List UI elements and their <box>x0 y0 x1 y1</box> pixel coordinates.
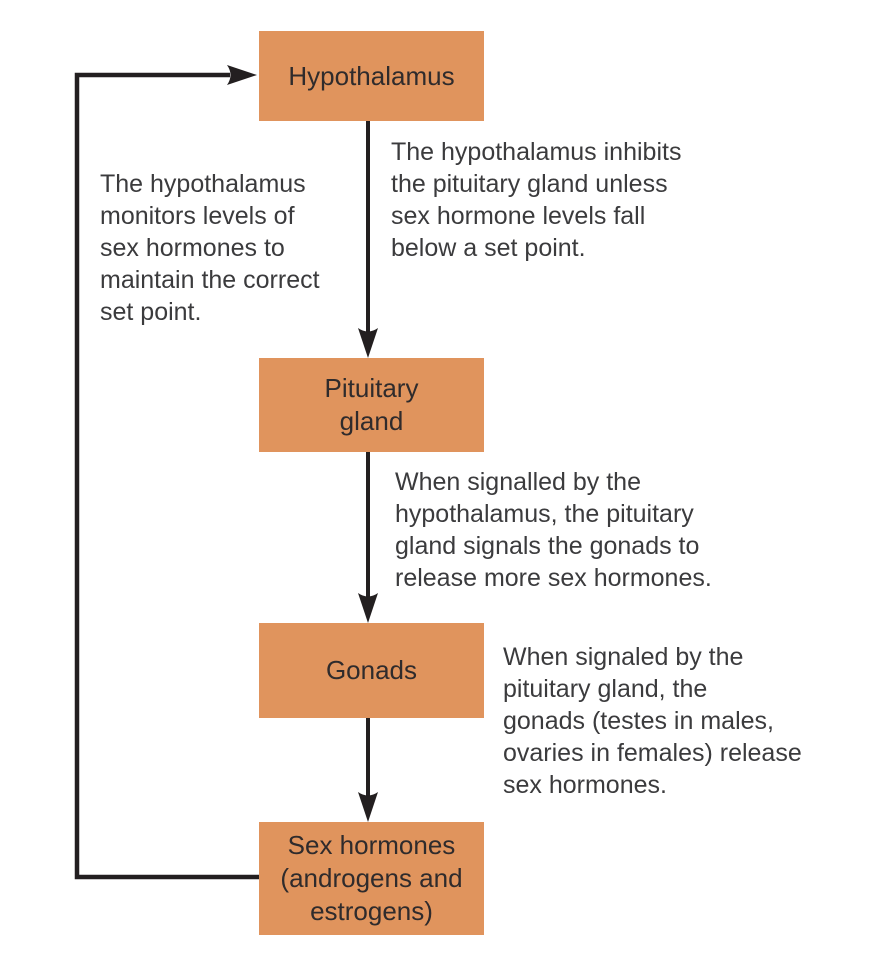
node-hypothalamus-label: Hypothalamus <box>288 60 455 91</box>
node-gonads-label: Gonads <box>325 655 418 685</box>
annotation-gonads-release: When signaled by the pituitary gland, th… <box>503 643 802 799</box>
node-hypothalamus: Hypothalamus <box>259 31 484 121</box>
annotation-hypothalamus-inhibits: The hypothalamus inhibits the pituitary … <box>391 138 682 262</box>
node-sex-hormones: Sex hormones (androgens and estrogens) <box>259 822 484 935</box>
arrow-hypothalamus-to-pituitary <box>358 121 378 358</box>
node-sex-hormones-label: Sex hormones (androgens and estrogens) <box>280 830 463 926</box>
node-gonads: Gonads <box>259 623 484 718</box>
node-pituitary-gland-label: Pituitary gland <box>324 373 419 436</box>
node-pituitary-gland: Pituitary gland <box>259 358 484 452</box>
arrow-pituitary-to-gonads <box>358 452 378 623</box>
arrow-gonads-to-sex-hormones <box>358 718 378 822</box>
feedback-loop-arrow <box>74 65 259 880</box>
annotation-feedback-monitors: The hypothalamus monitors levels of sex … <box>100 170 320 326</box>
annotation-pituitary-signals: When signalled by the hypothalamus, the … <box>395 468 712 592</box>
